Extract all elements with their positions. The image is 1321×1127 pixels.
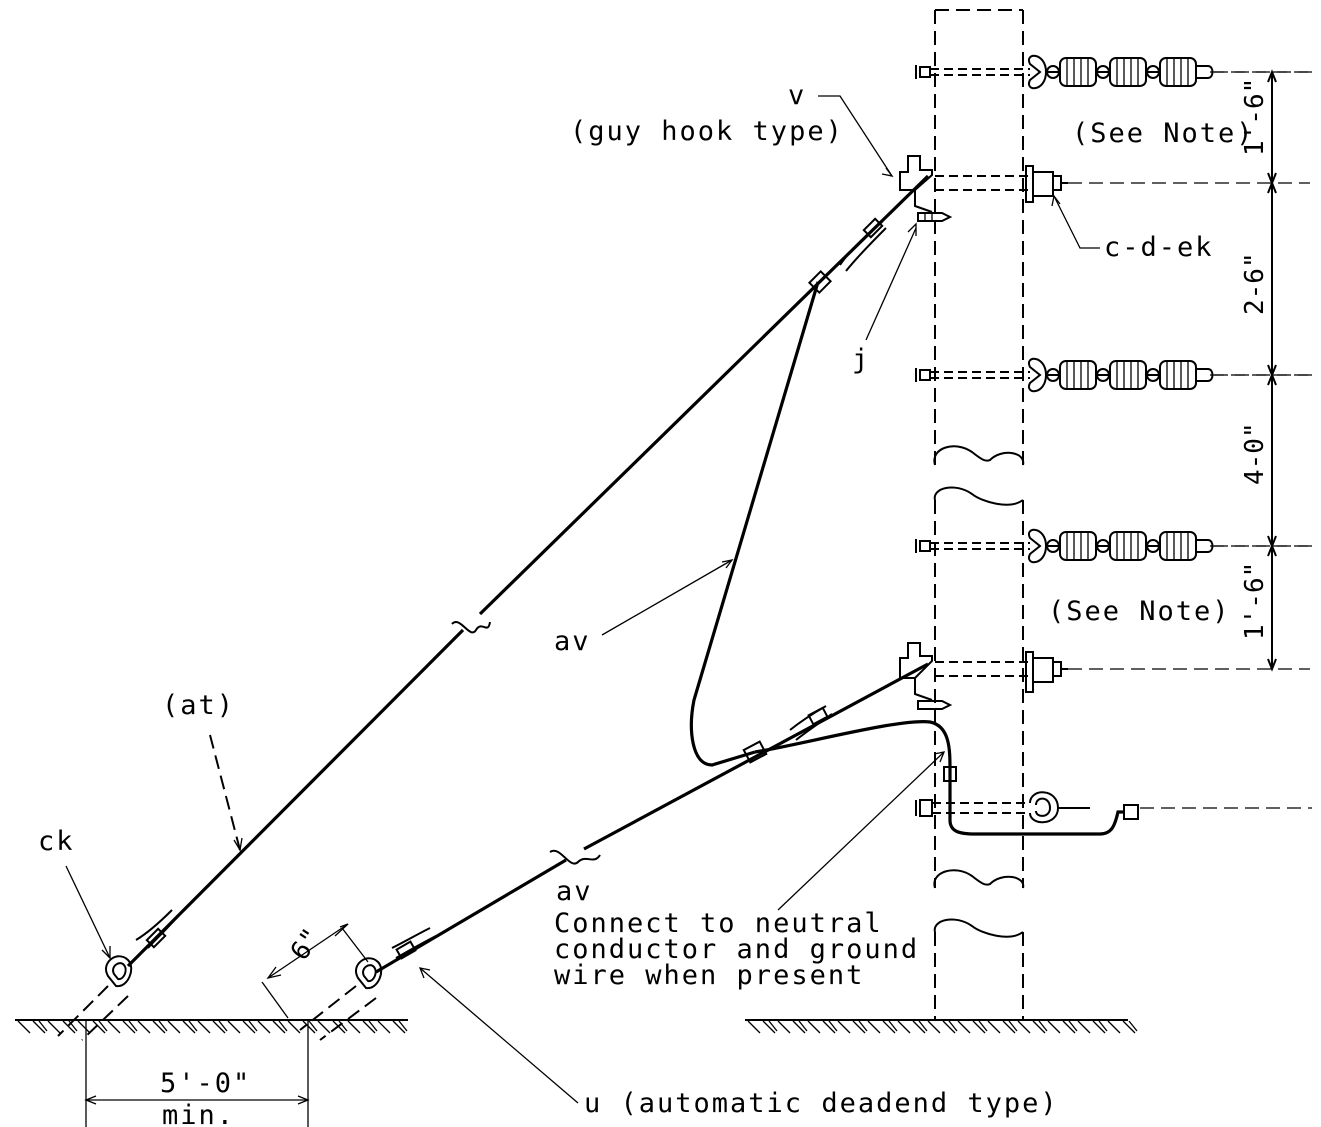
eye-bolt-assembly — [915, 791, 1312, 824]
vertical-dimensions: 1'-6" 2-6" 4-0" 1'-6" — [1210, 69, 1312, 672]
label-connect-line1: Connect to neutral — [554, 908, 883, 939]
label-ck: ck — [38, 826, 75, 857]
labels: v (guy hook type) (See Note) c-d-ek j (S… — [38, 80, 1255, 1119]
label-v: v — [788, 80, 806, 111]
guy-clamp — [943, 766, 957, 782]
label-see-note-top: (See Note) — [1072, 118, 1255, 149]
guy-clamp — [1123, 804, 1139, 820]
leader-lines — [65, 95, 1100, 1104]
dim-1-6-top: 1'-6" — [1240, 78, 1270, 156]
label-u-automatic: u (automatic deadend type) — [584, 1088, 1059, 1119]
label-av-lower: av — [556, 876, 593, 907]
label-at: (at) — [162, 690, 235, 721]
preformed-grip-anchor-left — [135, 909, 179, 949]
ground-right — [745, 1019, 1138, 1034]
guy-fittings — [105, 217, 1139, 990]
lower-guy-hook-assembly — [899, 642, 1310, 710]
min-label: min. — [162, 1100, 235, 1127]
preformed-grip-lower — [789, 705, 833, 741]
anchor-eye — [105, 955, 133, 988]
dim-4-0: 4-0" — [1240, 422, 1270, 485]
label-see-note-bottom: (See Note) — [1048, 596, 1231, 627]
pole — [933, 9, 1025, 1020]
anchor-rods — [57, 985, 377, 1041]
five-foot-dimension: 5'-0" min. — [84, 1020, 310, 1127]
guy-clamp — [807, 269, 833, 295]
label-c-d-ek: c-d-ek — [1104, 232, 1214, 263]
preformed-grip-upper — [839, 221, 887, 272]
label-guy-hook-type: (guy hook type) — [570, 116, 844, 147]
upper-guy-hook-assembly — [899, 155, 1310, 222]
label-connect-line2: conductor and ground — [554, 934, 919, 965]
guy-clamp — [395, 940, 417, 960]
dim-1-6-bottom: 1'-6" — [1240, 562, 1270, 640]
insulator-string — [915, 54, 1312, 90]
insulator-string — [915, 528, 1312, 564]
six-inch-label: 6" — [285, 923, 327, 966]
ground-left — [15, 1019, 408, 1034]
dim-2-6: 2-6" — [1240, 252, 1270, 315]
label-j: j — [852, 344, 870, 375]
guy-wires — [126, 174, 1124, 974]
guy-clamp — [742, 740, 768, 764]
anchor-eye — [355, 957, 383, 990]
six-inch-dimension: 6" — [261, 923, 369, 1019]
insulator-strings — [915, 54, 1312, 564]
preformed-grip-anchor-right — [391, 927, 437, 959]
insulator-string — [915, 357, 1312, 393]
five-foot-label: 5'-0" — [160, 1068, 251, 1099]
label-connect-line3: wire when present — [554, 960, 864, 991]
label-av-upper: av — [554, 626, 591, 657]
